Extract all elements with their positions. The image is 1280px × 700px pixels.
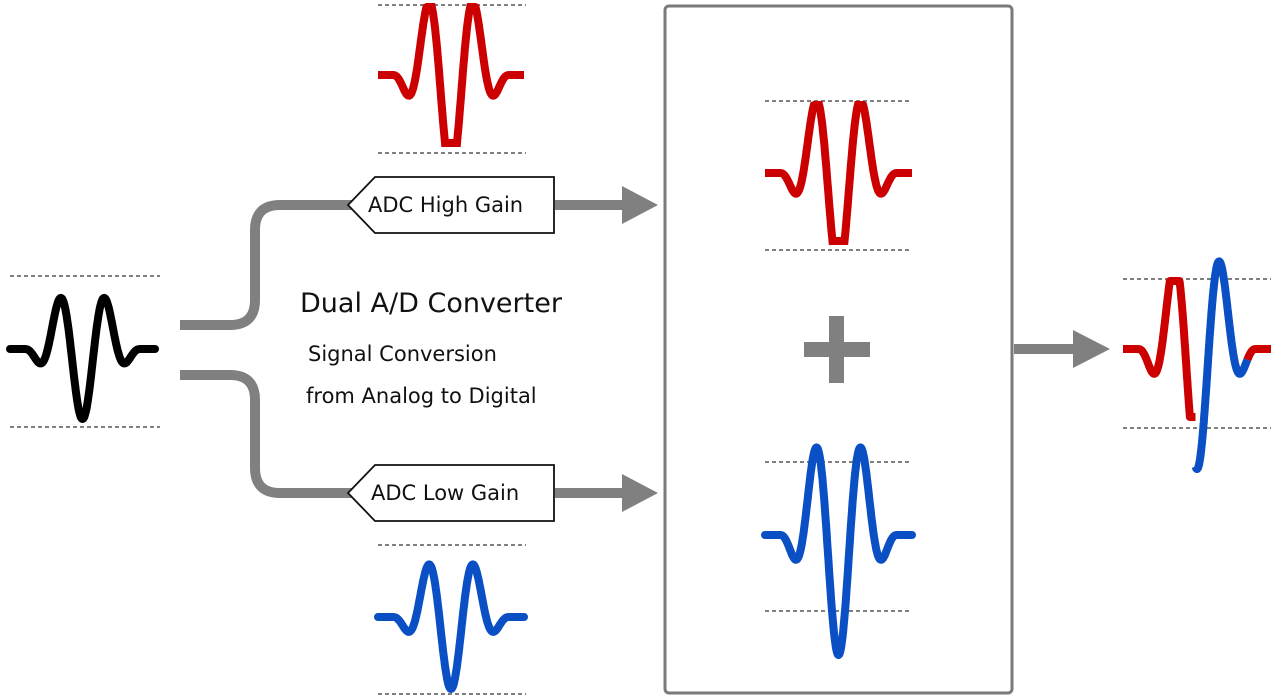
output-waveform-high-gain-tail <box>1243 345 1275 364</box>
diagram-title: Dual A/D Converter <box>300 288 562 319</box>
low-gain-waveform <box>374 560 528 693</box>
high-gain-clipped-waveform <box>378 2 524 147</box>
subtitle-line-1: Signal Conversion <box>308 342 497 366</box>
arrow-combiner-to-output <box>1014 330 1110 368</box>
split-line-high <box>180 200 355 330</box>
reference-lines <box>10 4 1271 695</box>
arrow-high-to-combiner <box>555 186 658 224</box>
combiner-box <box>663 4 1014 695</box>
analog-input-waveform <box>6 293 159 423</box>
adc-high-gain-tag: ADC High Gain <box>346 176 555 234</box>
plus-icon <box>804 316 870 383</box>
adc-low-gain-tag: ADC Low Gain <box>346 464 555 522</box>
adc-low-gain-label: ADC Low Gain <box>371 481 519 505</box>
output-waveform-low-gain-part <box>1191 257 1252 473</box>
high-gain-clipped-waveform-combiner <box>765 101 912 245</box>
output-waveform-high-gain-part <box>1119 277 1200 421</box>
subtitle-line-2: from Analog to Digital <box>306 384 537 408</box>
arrow-low-to-combiner <box>555 474 658 512</box>
split-line-low <box>180 370 355 498</box>
low-gain-waveform-combiner <box>761 443 916 659</box>
adc-high-gain-label: ADC High Gain <box>368 193 523 217</box>
